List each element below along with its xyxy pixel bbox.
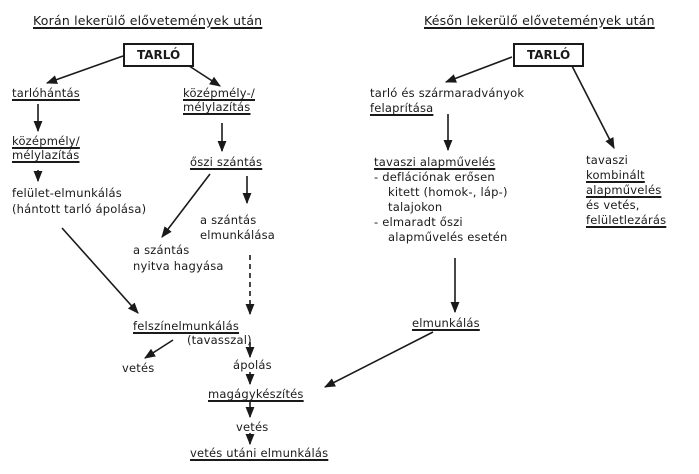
node-komb-3: alapművelés [586, 183, 662, 197]
arrow-elmunkalas-to-magagy [324, 331, 434, 388]
arrow-tarlo-to-hantas [45, 55, 124, 84]
node-magagykeszites: magágykészítés [208, 387, 304, 401]
node-szantas-elm-b: elmunkálása [200, 228, 276, 242]
arrow-tarlo-r-to-aprit [444, 56, 513, 83]
node-kozepmely-top: középmély-/ [183, 86, 255, 100]
node-tarlohantas: tarlóhántás [12, 86, 80, 100]
node-felapritasa: felaprítása [370, 101, 434, 115]
node-hantott-tarlo: (hántott tarló ápolása) [12, 202, 147, 216]
node-vetes-bottom: vetés [236, 420, 269, 434]
node-elmunkalas-right: elmunkálás [412, 316, 480, 330]
node-komb-4: és vetés, [586, 198, 640, 212]
node-elmaradt-2: alapművelés esetén [388, 230, 508, 244]
node-tavaszi-alapmuveles: tavaszi alapművelés [374, 155, 496, 169]
node-vetes-left: vetés [122, 361, 155, 375]
node-komb-1: tavaszi [586, 153, 629, 167]
node-komb-5: felületlezárás [586, 213, 667, 227]
left-tarlo-box: TARLÓ [123, 43, 195, 67]
node-komb-2: kombinált [586, 168, 645, 182]
arrow-tarlo-r-to-kombinalt [569, 61, 615, 149]
node-oszi-szantas: őszi szántás [190, 155, 263, 169]
node-tavasszal: (tavasszal) [187, 333, 252, 347]
node-vetes-utani: vetés utáni elmunkálás [190, 446, 329, 460]
node-deflacio-2: kitett (homok-, láp-) [388, 185, 508, 199]
right-header: Későn lekerülő elővetemények után [424, 13, 655, 28]
node-kozepmely-mid: középmély/ [12, 134, 80, 148]
node-felulet-elmunkalas: felület-elmunkálás [12, 186, 122, 200]
left-header: Korán lekerülő elővetemények után [33, 13, 263, 28]
node-nyitva-b: nyitva hagyása [133, 259, 224, 273]
node-szantas-elm-a: a szántás [200, 213, 257, 227]
arrow-felszin-to-vetes [144, 339, 174, 359]
arrow-oszi-to-nyitva [161, 173, 211, 238]
node-elmaradt-1: - elmaradt őszi [374, 215, 463, 229]
node-melylazitas-top: mélylazítás [183, 100, 251, 114]
arrow-felulet-to-felszin [61, 227, 139, 314]
node-tarlo-szarmarad: tarló és szármaradványok [370, 86, 525, 100]
node-deflacio-3: talajokon [388, 200, 443, 214]
right-tarlo-box: TARLÓ [513, 43, 585, 67]
node-felszinelmunkalas: felszínelmunkálás [133, 319, 240, 333]
node-nyitva-a: a szántás [133, 243, 190, 257]
node-deflacio-1: - deflációnak erősen [374, 170, 495, 184]
node-melylazitas-mid: mélylazítás [12, 148, 80, 162]
node-apolas: ápolás [233, 358, 272, 372]
